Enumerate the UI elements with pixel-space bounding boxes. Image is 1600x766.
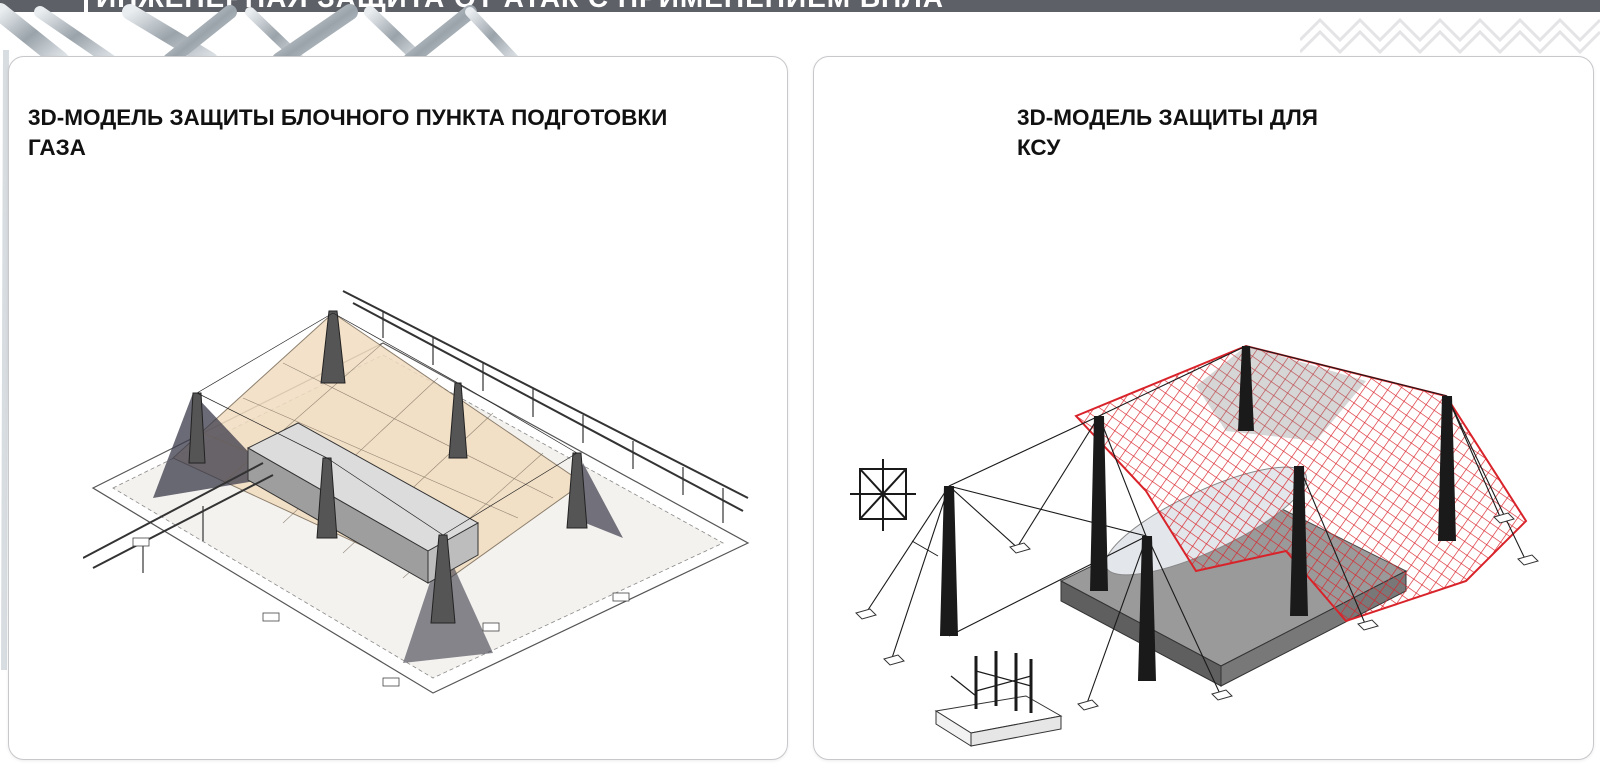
panel-title-line2: КСУ bbox=[1017, 135, 1061, 160]
panel-title-gas-unit: 3D-МОДЕЛЬ ЗАЩИТЫ БЛОЧНОГО ПУНКТА ПОДГОТО… bbox=[28, 103, 768, 163]
header-notch bbox=[84, 0, 88, 12]
panel-title-line1: 3D-МОДЕЛЬ ЗАЩИТЫ ДЛЯ bbox=[1017, 105, 1318, 130]
panel-gas-unit: 3D-МОДЕЛЬ ЗАЩИТЫ БЛОЧНОГО ПУНКТА ПОДГОТО… bbox=[8, 56, 788, 760]
slide-title: ИНЖЕНЕРНАЯ ЗАЩИТА ОТ АТАК С ПРИМЕНЕНИЕМ … bbox=[96, 0, 944, 12]
panel-ksu: 3D-МОДЕЛЬ ЗАЩИТЫ ДЛЯ КСУ bbox=[813, 56, 1594, 760]
left-edge-strut-decoration bbox=[1, 50, 9, 670]
header-bar: ИНЖЕНЕРНАЯ ЗАЩИТА ОТ АТАК С ПРИМЕНЕНИЕМ … bbox=[0, 0, 1600, 12]
panel-title-line1: 3D-МОДЕЛЬ ЗАЩИТЫ БЛОЧНОГО ПУНКТА ПОДГОТО… bbox=[28, 105, 668, 130]
chevron-pattern-decoration bbox=[1300, 17, 1600, 54]
ksu-net-protection-model-icon bbox=[850, 344, 1539, 747]
steel-truss-decoration bbox=[0, 3, 520, 60]
panel-title-line2: ГАЗА bbox=[28, 135, 86, 160]
gas-unit-protection-model-icon bbox=[83, 290, 750, 694]
panel-title-ksu: 3D-МОДЕЛЬ ЗАЩИТЫ ДЛЯ КСУ bbox=[1017, 103, 1417, 163]
